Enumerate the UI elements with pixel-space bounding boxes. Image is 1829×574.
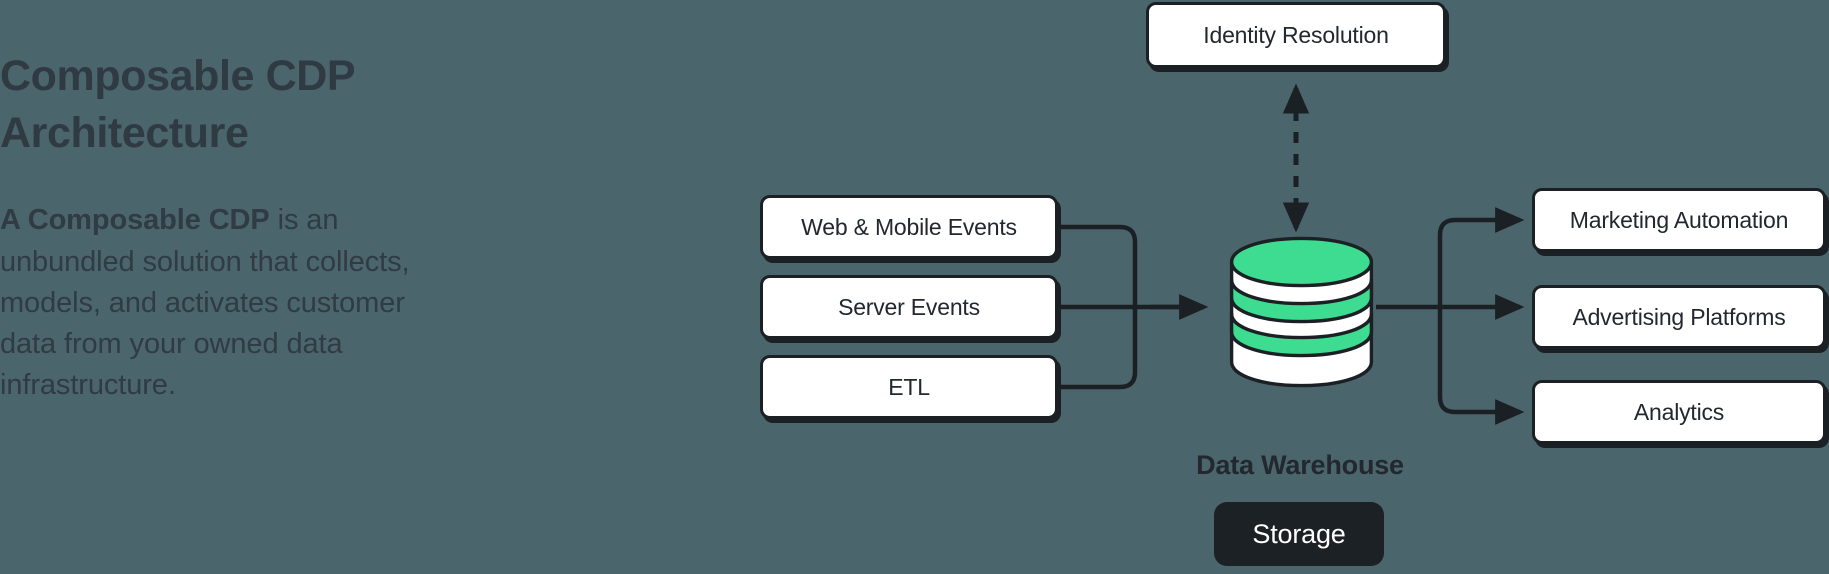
node-analytics-label: Analytics [1633,398,1725,425]
wire-etl-to-bus [1061,307,1138,390]
node-etl-label: ETL [888,373,930,400]
node-advertising-platforms-label: Advertising Platforms [1572,303,1786,330]
description-lead: A Composable CDP [0,204,270,237]
node-etl[interactable]: ETL [760,355,1058,419]
node-server-events-label: Server Events [838,293,980,320]
wire-bus-to-marketing [1437,207,1525,307]
wire-web-to-bus [1061,224,1138,307]
node-server-events[interactable]: Server Events [760,275,1058,339]
data-warehouse-caption: Data Warehouse [1196,450,1404,480]
node-identity-resolution[interactable]: Identity Resolution [1146,2,1446,68]
node-identity-resolution-label: Identity Resolution [1203,21,1389,48]
database-cylinder-icon [1229,236,1374,388]
node-marketing-automation-label: Marketing Automation [1569,206,1789,233]
page-description: A Composable CDP is an unbundled solutio… [0,162,440,406]
node-advertising-platforms[interactable]: Advertising Platforms [1532,285,1826,349]
page-title: Composable CDP Architecture [0,52,356,158]
node-web-mobile-events[interactable]: Web & Mobile Events [760,195,1058,259]
wire-bus-to-analytics [1437,307,1525,425]
text-panel: Composable CDP Architecture A Composable… [0,48,440,406]
node-web-mobile-events-label: Web & Mobile Events [801,213,1017,240]
storage-badge[interactable]: Storage [1214,502,1384,566]
storage-badge-label: Storage [1252,518,1346,549]
node-analytics[interactable]: Analytics [1532,380,1826,444]
node-marketing-automation[interactable]: Marketing Automation [1532,188,1826,252]
description-rest: is an unbundled solution that collects, … [0,204,410,402]
